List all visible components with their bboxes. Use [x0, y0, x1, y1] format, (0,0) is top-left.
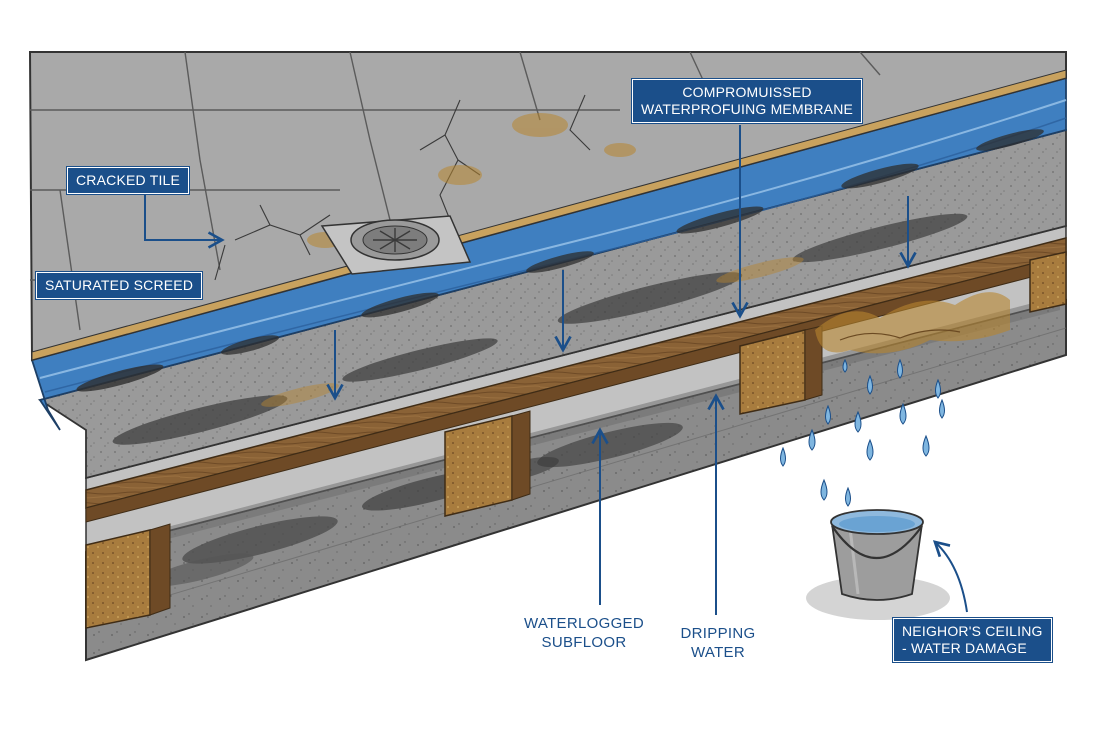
- water-drop-icon: [820, 478, 828, 501]
- water-drop-icon: [939, 398, 945, 419]
- leak-patch: [815, 292, 1010, 354]
- joist-3: [739, 325, 823, 415]
- label-compromised-membrane: COMPROMUISSED WATERPROFUING MEMBRANE: [632, 79, 863, 123]
- bucket-icon: [806, 509, 950, 620]
- label-dripping-water: DRIPPING WATER: [680, 625, 756, 661]
- joist-4: [1029, 251, 1067, 313]
- arrow-icon: [144, 190, 225, 249]
- label-saturated-screed: SATURATED SCREED: [36, 272, 203, 299]
- water-drop-icon: [780, 446, 786, 467]
- waterproofing-membrane: [30, 76, 1067, 431]
- label-cracked-tile: CRACKED TILE: [67, 167, 190, 194]
- water-drop-icon: [808, 428, 816, 451]
- joist-2: [444, 410, 531, 517]
- timber-joists: [85, 251, 1067, 629]
- water-drop-icon: [866, 438, 874, 461]
- arrow-icon: [932, 540, 968, 613]
- label-waterlogged-subfloor: WATERLOGGED SUBFLOOR: [524, 615, 644, 651]
- water-drop-icon: [854, 410, 862, 433]
- water-drop-icon: [867, 374, 873, 395]
- label-neighbor-ceiling: NEIGHOR'S CEILING - WATER DAMAGE: [893, 618, 1052, 662]
- water-drop-icon: [897, 358, 903, 379]
- water-drops: [780, 358, 945, 507]
- water-drop-icon: [922, 434, 930, 457]
- water-drop-icon: [825, 404, 831, 425]
- screed-layer: [37, 128, 1067, 480]
- joist-1: [85, 523, 171, 629]
- water-drop-icon: [845, 486, 851, 507]
- water-drop-icon: [899, 402, 907, 425]
- water-drop-icon: [935, 378, 941, 399]
- callout-arrows: [144, 125, 968, 615]
- moisture-stains: [307, 113, 636, 248]
- floor-drain-icon: [320, 215, 472, 275]
- water-drop-icon: [842, 358, 848, 373]
